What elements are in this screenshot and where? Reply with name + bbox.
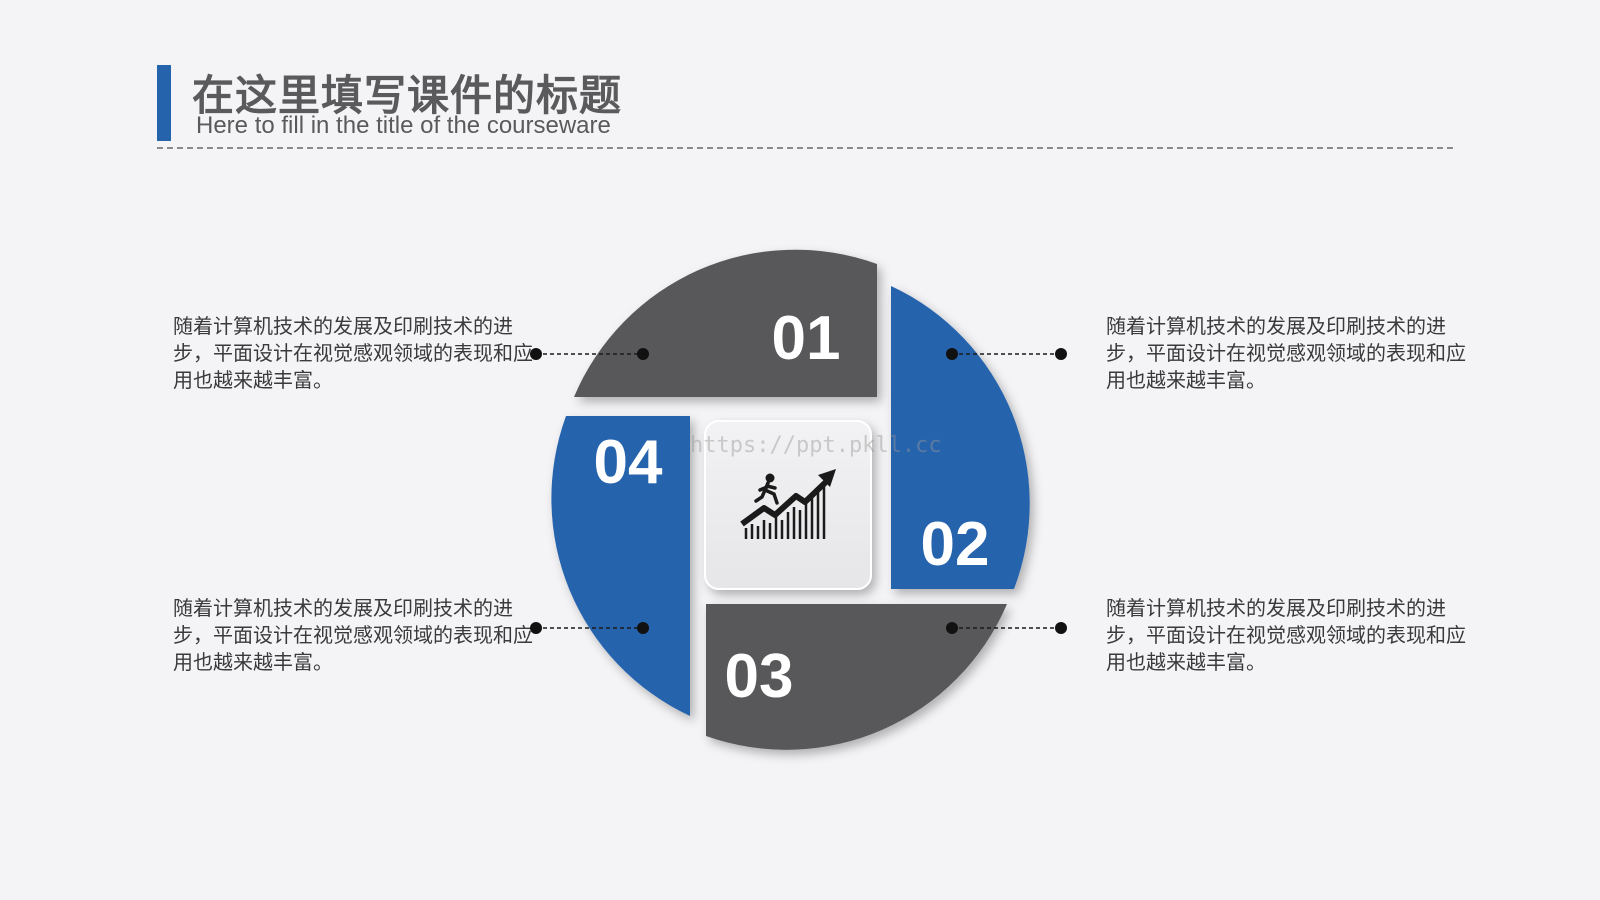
segment-04-text: 随着计算机技术的发展及印刷技术的进步，平面设计在视觉感观领域的表现和应用也越来越… [173,596,533,674]
segment-04-shape [551,416,690,716]
segment-01-text: 随着计算机技术的发展及印刷技术的进步，平面设计在视觉感观领域的表现和应用也越来越… [173,314,533,392]
growth-chart-runner-icon [740,469,836,539]
connector-01 [530,348,649,360]
connector-03 [946,622,1067,634]
slide-title: 在这里填写课件的标题 [192,71,623,120]
title-accent-bar [157,65,171,141]
slide-subtitle: Here to fill in the title of the coursew… [196,112,611,139]
segment-01-shape [574,249,877,397]
segment-02-number: 02 [921,510,990,579]
segment-03-number: 03 [725,642,794,711]
segment-03-text: 随着计算机技术的发展及印刷技术的进步，平面设计在视觉感观领域的表现和应用也越来越… [1106,596,1466,674]
segment-03-shape [706,604,1007,750]
watermark-text: https://ppt.pkll.cc [690,433,942,458]
segment-01-number: 01 [772,304,841,373]
segment-04-number: 04 [594,428,663,497]
header-divider [157,147,1453,149]
segment-02-text: 随着计算机技术的发展及印刷技术的进步，平面设计在视觉感观领域的表现和应用也越来越… [1106,314,1466,392]
connector-02 [946,348,1067,360]
connector-04 [530,622,649,634]
segment-02-shape [891,286,1030,589]
